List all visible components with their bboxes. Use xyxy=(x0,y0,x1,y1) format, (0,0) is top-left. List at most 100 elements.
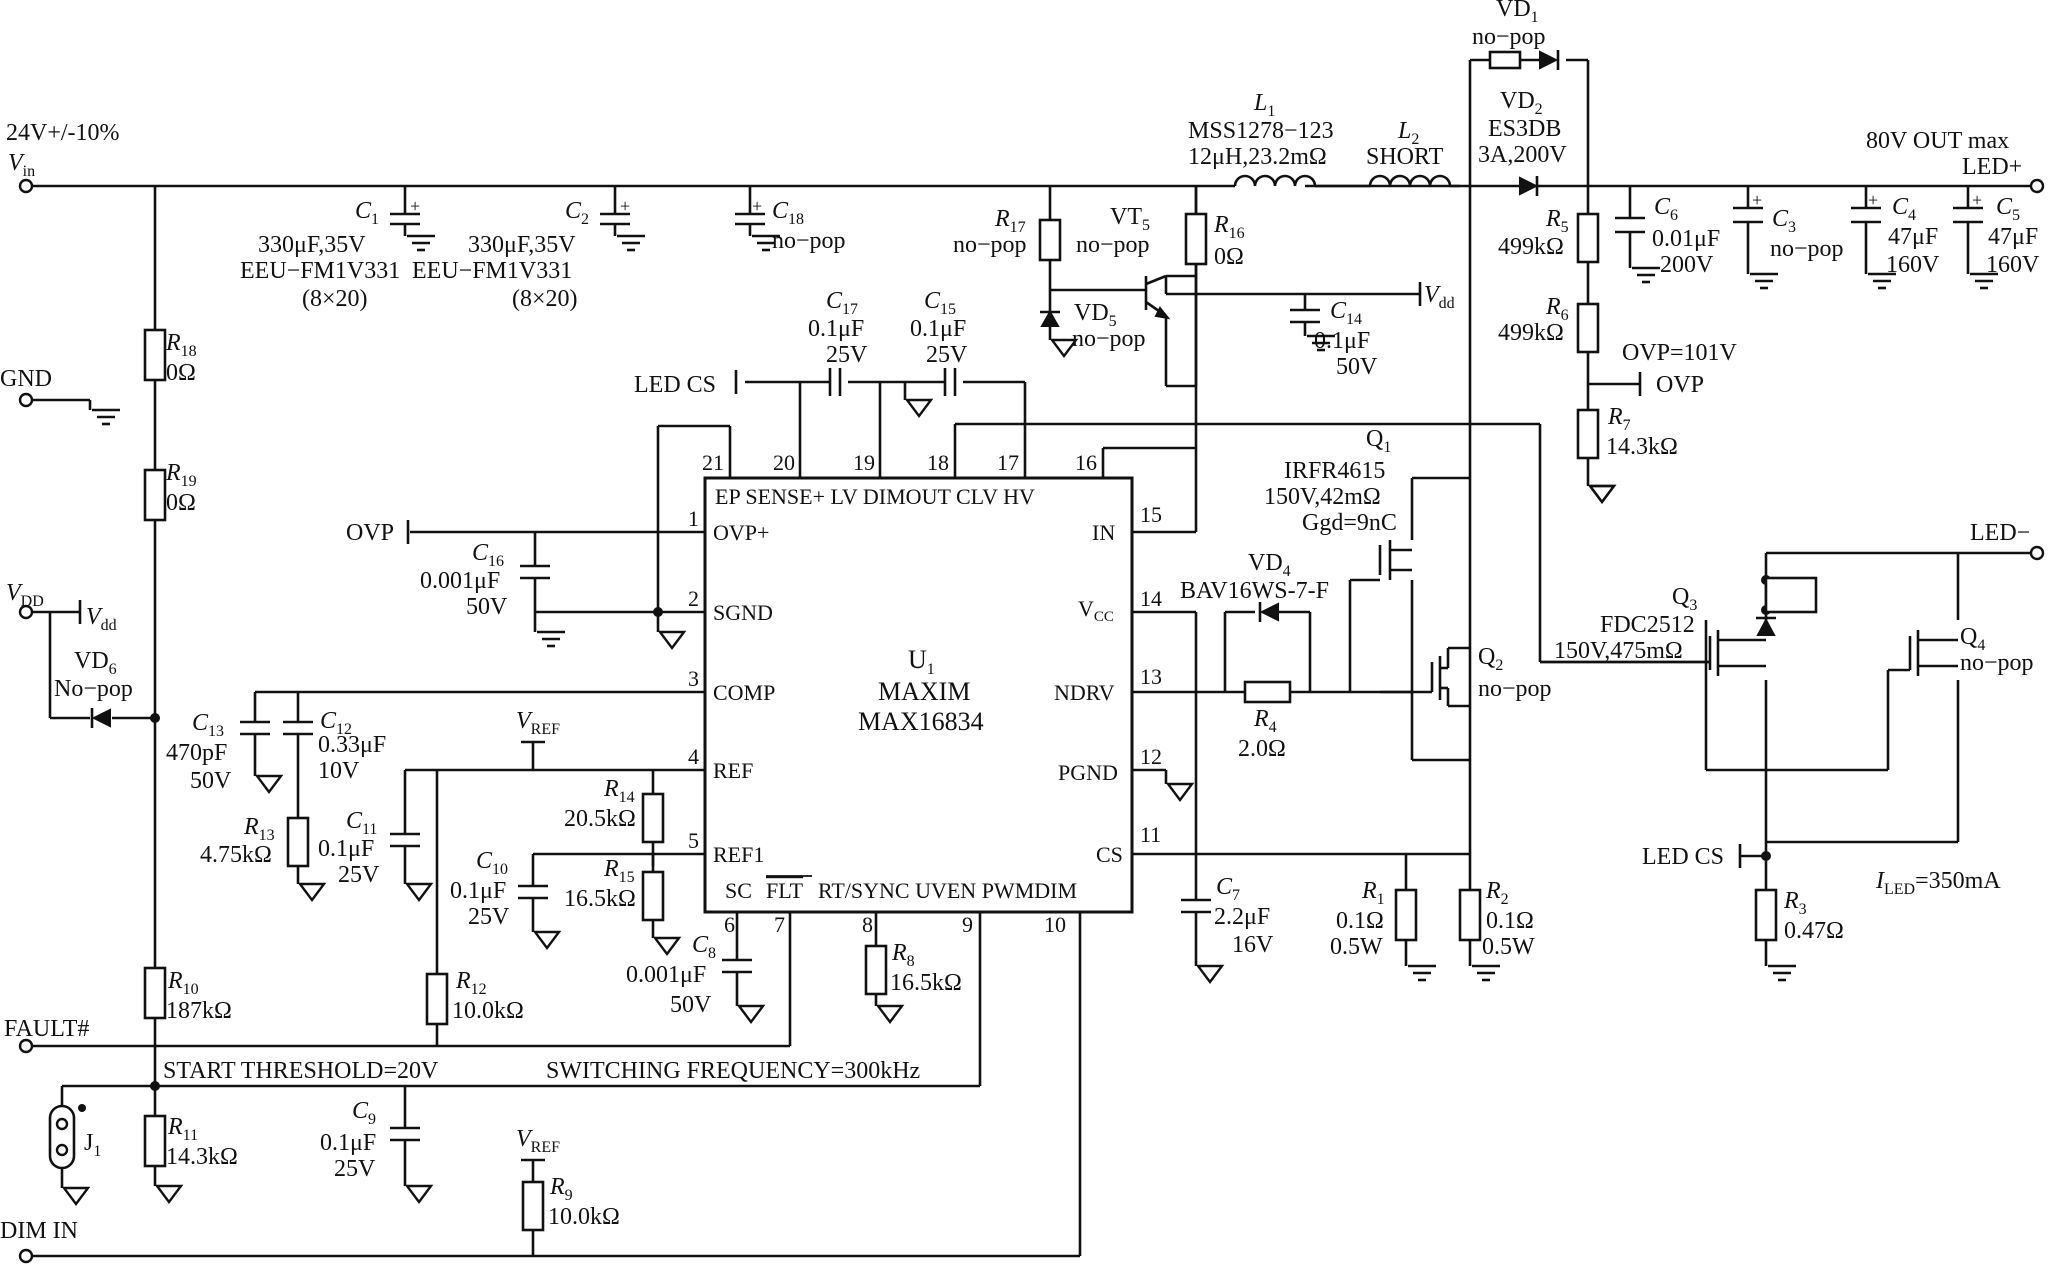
out-max-label: 80V OUT max xyxy=(1866,128,2009,154)
vd2-ref: VD2 xyxy=(1500,88,1543,118)
svg-text:+: + xyxy=(410,196,420,216)
pin-18: 18 xyxy=(927,450,949,475)
pin-15-name: IN xyxy=(1092,520,1115,545)
r1-v2: 0.5W xyxy=(1330,934,1383,960)
r13-ref: R13 xyxy=(243,814,275,844)
q3-v1: FDC2512 xyxy=(1600,612,1695,638)
r19-ref: R19 xyxy=(165,460,197,490)
c16-ref: C16 xyxy=(472,540,504,570)
c9-v1: 0.1μF xyxy=(320,1130,376,1156)
vd2-v1: ES3DB xyxy=(1488,116,1561,142)
vd5-v1: no−pop xyxy=(1072,326,1146,352)
c17-ref: C17 xyxy=(826,288,858,318)
vd1-ref: VD1 xyxy=(1496,0,1539,26)
pin-13-num: 13 xyxy=(1140,664,1162,689)
vin-label: Vin xyxy=(8,150,35,180)
r16-ref: R16 xyxy=(1213,212,1245,242)
c12-ref: C12 xyxy=(320,708,352,738)
q3-ref: Q3 xyxy=(1672,584,1697,614)
vdd-right-label: Vdd xyxy=(1424,282,1455,312)
pin-7: 7 xyxy=(774,912,785,937)
c11-v1: 0.1μF xyxy=(318,836,374,862)
pin-19: 19 xyxy=(853,450,875,475)
c9-ref: C9 xyxy=(352,1098,376,1128)
l2-ref: L2 xyxy=(1397,118,1419,148)
led-plus-label: LED+ xyxy=(1962,154,2022,180)
r1-ref: R1 xyxy=(1361,878,1385,908)
net-terminals xyxy=(18,178,2045,1264)
dim-in-label: DIM IN xyxy=(0,1218,78,1244)
r9-ref: R9 xyxy=(549,1174,573,1204)
pin-3-name: COMP xyxy=(713,680,775,705)
c18-v1: no−pop xyxy=(772,228,846,254)
r10-v1: 187kΩ xyxy=(166,998,232,1024)
pin-6: 6 xyxy=(724,912,735,937)
svg-text:+: + xyxy=(620,196,630,216)
pin-15-num: 15 xyxy=(1140,502,1162,527)
r1-v1: 0.1Ω xyxy=(1336,908,1384,934)
vt5-ref: VT5 xyxy=(1110,204,1150,234)
q4-v1: no−pop xyxy=(1960,650,2034,676)
c14-v2: 50V xyxy=(1336,354,1378,380)
c15-ref: C15 xyxy=(924,288,956,318)
iled-label: ILED=350mA xyxy=(1875,868,2001,898)
transistors xyxy=(1144,274,1958,706)
c15-v1: 0.1μF xyxy=(910,316,966,342)
r13-v1: 4.75kΩ xyxy=(200,842,272,868)
pin-13-name: NDRV xyxy=(1054,680,1115,705)
ic-ref: U1 xyxy=(908,645,935,678)
r2-ref: R2 xyxy=(1485,878,1509,908)
vref-2-label: VREF xyxy=(516,1126,560,1156)
c3-ref: C3 xyxy=(1772,206,1796,236)
ic-u1: EP SENSE+ LV DIMOUT CLV HV U1 MAXIM MAX1… xyxy=(688,450,1162,937)
pin-10: 10 xyxy=(1044,912,1066,937)
c2-v3: (8×20) xyxy=(512,286,578,312)
j1-ref: J1 xyxy=(84,1130,101,1160)
vin-voltage-label: 24V+/-10% xyxy=(6,120,120,146)
ic-bottom-flt: FLT xyxy=(766,878,804,903)
r17-ref: R17 xyxy=(994,206,1026,236)
c7-v1: 2.2μF xyxy=(1214,904,1270,930)
c18-ref: C18 xyxy=(772,198,804,228)
ic-bottom-rest: RT/SYNC UVEN PWMDIM xyxy=(818,878,1077,903)
r6-v1: 499kΩ xyxy=(1498,320,1564,346)
c12-v2: 10V xyxy=(318,758,360,784)
r7-v1: 14.3kΩ xyxy=(1606,434,1678,460)
ic-part: MAX16834 xyxy=(858,707,984,736)
c4-v1: 47μF xyxy=(1888,224,1938,250)
r15-ref: R15 xyxy=(603,856,635,886)
r8-ref: R8 xyxy=(891,940,915,970)
c17-v1: 0.1μF xyxy=(808,316,864,342)
r4-ref: R4 xyxy=(1253,706,1277,736)
c2-ref: C2 xyxy=(565,198,589,228)
diodes xyxy=(90,50,1776,728)
r8-v1: 16.5kΩ xyxy=(890,970,962,996)
svg-text:+: + xyxy=(1752,190,1762,210)
r17-v1: no−pop xyxy=(953,232,1027,258)
c1-v1: 330μF,35V xyxy=(258,232,366,258)
ic-bottom-sc: SC xyxy=(725,878,752,903)
svg-text:+: + xyxy=(1972,190,1982,210)
r16-v1: 0Ω xyxy=(1214,244,1244,270)
vd5-ref: VD5 xyxy=(1074,300,1117,330)
pin-4-name: REF xyxy=(713,758,753,783)
c3-v1: no−pop xyxy=(1770,236,1844,262)
q3-v2: 150V,475mΩ xyxy=(1554,638,1683,664)
vd4-ref: VD4 xyxy=(1248,550,1291,580)
ic-top-pin-names: EP SENSE+ LV DIMOUT CLV HV xyxy=(715,484,1035,509)
c17-v2: 25V xyxy=(826,342,868,368)
pin-1-num: 1 xyxy=(688,506,699,531)
r11-v1: 14.3kΩ xyxy=(166,1144,238,1170)
pin-2-num: 2 xyxy=(688,586,699,611)
vd6-v1: No−pop xyxy=(54,676,133,702)
r18-ref: R18 xyxy=(165,330,197,360)
vd4-v1: BAV16WS-7-F xyxy=(1180,578,1329,604)
c15-v2: 25V xyxy=(926,342,968,368)
q1-v3: Ggd=9nC xyxy=(1302,510,1397,536)
c7-v2: 16V xyxy=(1232,932,1274,958)
pin-4-num: 4 xyxy=(688,744,699,769)
r12-v1: 10.0kΩ xyxy=(452,998,524,1024)
pin-1-name: OVP+ xyxy=(713,520,769,545)
vref-1-label: VREF xyxy=(516,708,560,738)
c6-ref: C6 xyxy=(1654,194,1678,224)
